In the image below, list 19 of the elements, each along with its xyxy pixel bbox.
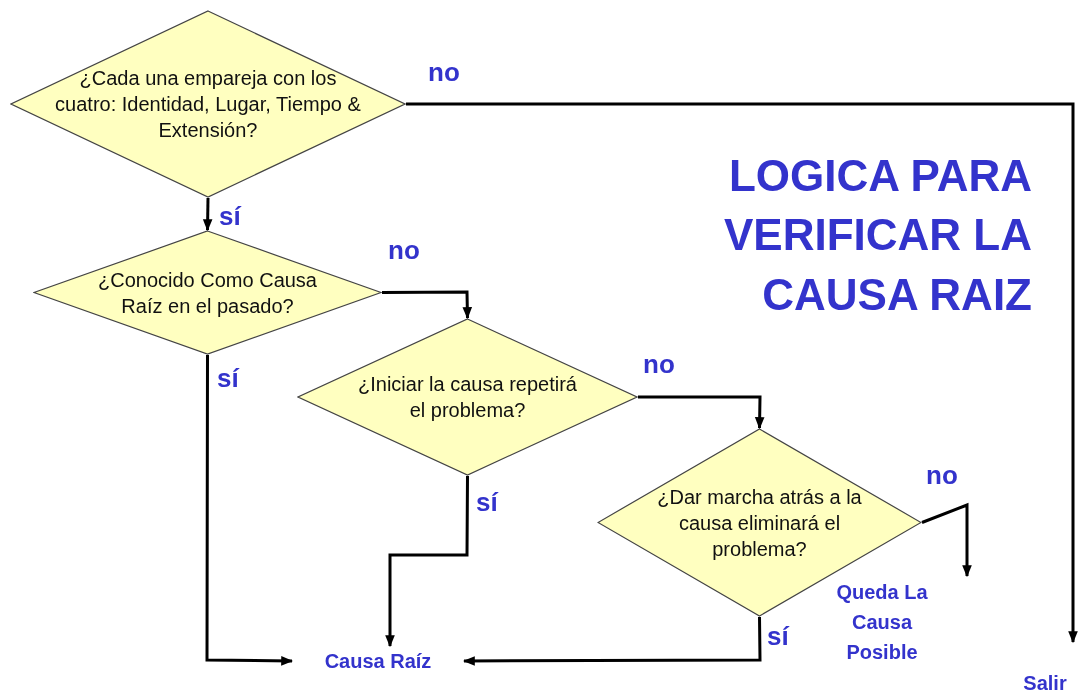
flow-arrow — [462, 617, 762, 666]
decision-diamond — [33, 230, 382, 355]
diagram-title: LOGICA PARA VERIFICAR LA CAUSA RAIZ — [723, 150, 1032, 321]
flow-arrow — [205, 355, 294, 666]
flow-arrow — [382, 290, 473, 320]
question-text: ¿Conocido Como Causa Raíz en el pasado? — [97, 267, 318, 319]
question-text: ¿Dar marcha atrás a la causa eliminará el problema? — [656, 484, 863, 562]
decision-diamond — [10, 10, 406, 198]
flow-arrow — [385, 476, 469, 648]
outcome-label: Causa Raíz — [324, 649, 432, 674]
question-text: ¿Cada una empareja con los cuatro: Identidad, Lugar, Tiempo & Extensión? — [54, 66, 362, 143]
flow-arrow — [921, 502, 972, 578]
flow-arrow — [202, 197, 213, 232]
outcome-label: Queda La Causa Posible — [835, 580, 929, 665]
flow-arrow — [406, 102, 1078, 644]
flow-arrow — [638, 395, 765, 430]
outcome-label: Salir — [1023, 671, 1067, 696]
decision-diamond — [297, 318, 638, 476]
question-text: ¿Iniciar la causa repetirá el problema? — [357, 372, 578, 423]
